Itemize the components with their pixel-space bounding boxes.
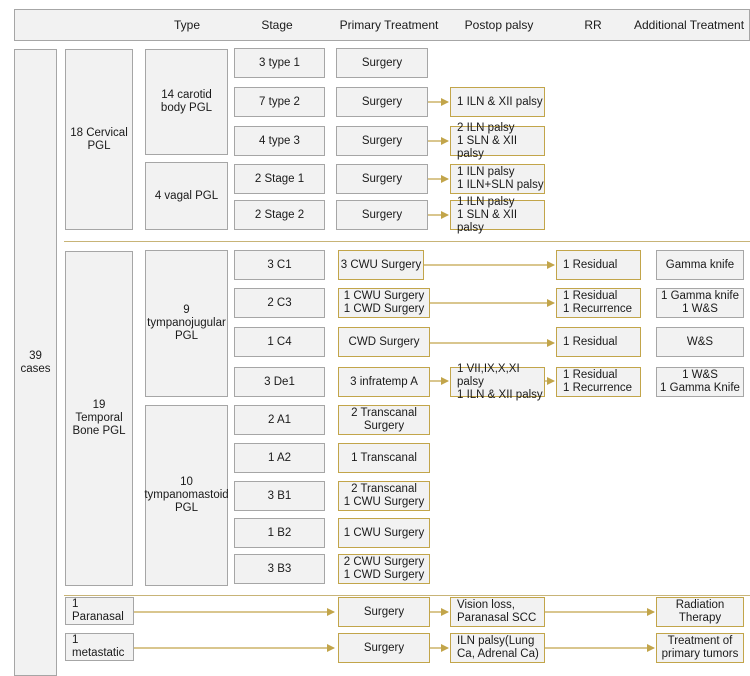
group-temporal-bone-pgl: 19 Temporal Bone PGL: [65, 251, 133, 586]
primary-treatment-box: Surgery: [336, 200, 428, 230]
stage-box: 2 C3: [234, 288, 325, 318]
rr-box: 1 Residual 1 Recurrence: [556, 288, 641, 318]
additional-treatment-box: W&S: [656, 327, 744, 357]
additional-treatment-box: 1 W&S 1 Gamma Knife: [656, 367, 744, 397]
stage-box: 1 C4: [234, 327, 325, 357]
total-cases-box: 39 cases: [14, 49, 57, 676]
additional-treatment-box: 1 Gamma knife 1 W&S: [656, 288, 744, 318]
stage-box: 4 type 3: [234, 126, 325, 156]
primary-treatment-box: 2 CWU Surgery 1 CWD Surgery: [338, 554, 430, 584]
stage-box: 3 C1: [234, 250, 325, 280]
stage-box: 1 A2: [234, 443, 325, 473]
stage-box: 2 Stage 1: [234, 164, 325, 194]
postop-palsy-box: Vision loss, Paranasal SCC: [450, 597, 545, 627]
header-primary-treatment: Primary Treatment: [339, 18, 439, 32]
header-rr: RR: [584, 18, 602, 32]
primary-treatment-box: Surgery: [336, 87, 428, 117]
group-cervical-pgl: 18 Cervical PGL: [65, 49, 133, 230]
additional-treatment-box: Treatment of primary tumors: [656, 633, 744, 663]
primary-treatment-box: 1 CWU Surgery: [338, 518, 430, 548]
separator-line: [64, 241, 750, 242]
rr-box: 1 Residual 1 Recurrence: [556, 367, 641, 397]
stage-box: 7 type 2: [234, 87, 325, 117]
header-stage: Stage: [261, 18, 293, 32]
primary-treatment-box: CWD Surgery: [338, 327, 430, 357]
primary-treatment-box: Surgery: [338, 633, 430, 663]
postop-palsy-box: 1 ILN palsy 1 ILN+SLN palsy: [450, 164, 545, 194]
subgroup-tympanojugular-pgl: 9 tympanojugular PGL: [145, 250, 228, 397]
additional-treatment-box: Gamma knife: [656, 250, 744, 280]
primary-treatment-box: Surgery: [336, 126, 428, 156]
stage-box: 3 B3: [234, 554, 325, 584]
separator-line: [64, 595, 750, 596]
stage-box: 1 B2: [234, 518, 325, 548]
rr-box: 1 Residual: [556, 327, 641, 357]
stage-box: 3 type 1: [234, 48, 325, 78]
header-additional-treatment: Additional Treatment: [633, 18, 745, 32]
primary-treatment-box: 2 Transcanal Surgery: [338, 405, 430, 435]
stage-box: 2 A1: [234, 405, 325, 435]
subgroup-tympanomastoid-pgl: 10 tympanomastoid PGL: [144, 405, 229, 586]
primary-treatment-box: 2 Transcanal 1 CWU Surgery: [338, 481, 430, 511]
primary-treatment-box: 3 CWU Surgery: [338, 250, 424, 280]
stage-box: 2 Stage 2: [234, 200, 325, 230]
rr-box: 1 Residual: [556, 250, 641, 280]
group-metastatic: 1 metastatic: [65, 633, 134, 661]
header-postop-palsy: Postop palsy: [464, 18, 534, 32]
postop-palsy-box: 1 ILN palsy 1 SLN & XII palsy: [450, 196, 545, 234]
primary-treatment-box: 1 CWU Surgery 1 CWD Surgery: [338, 288, 430, 318]
postop-palsy-box: 1 ILN & XII palsy: [450, 87, 545, 117]
primary-treatment-box: Surgery: [336, 164, 428, 194]
additional-treatment-box: Radiation Therapy: [656, 597, 744, 627]
header-type: Type: [173, 18, 200, 32]
group-paranasal: 1 Paranasal: [65, 597, 134, 625]
postop-palsy-box: 1 VII,IX,X,XI palsy 1 ILN & XII palsy: [450, 363, 545, 401]
postop-palsy-box: 2 ILN palsy 1 SLN & XII palsy: [450, 122, 545, 160]
header-bar: Type Stage Primary Treatment Postop pals…: [14, 9, 750, 41]
primary-treatment-box: Surgery: [338, 597, 430, 627]
primary-treatment-box: Surgery: [336, 48, 428, 78]
primary-treatment-box: 3 infratemp A: [338, 367, 430, 397]
stage-box: 3 B1: [234, 481, 325, 511]
subgroup-vagal-pgl: 4 vagal PGL: [145, 162, 228, 230]
stage-box: 3 De1: [234, 367, 325, 397]
subgroup-carotid-body-pgl: 14 carotid body PGL: [145, 49, 228, 155]
postop-palsy-box: ILN palsy(Lung Ca, Adrenal Ca): [450, 633, 545, 663]
primary-treatment-box: 1 Transcanal: [338, 443, 430, 473]
